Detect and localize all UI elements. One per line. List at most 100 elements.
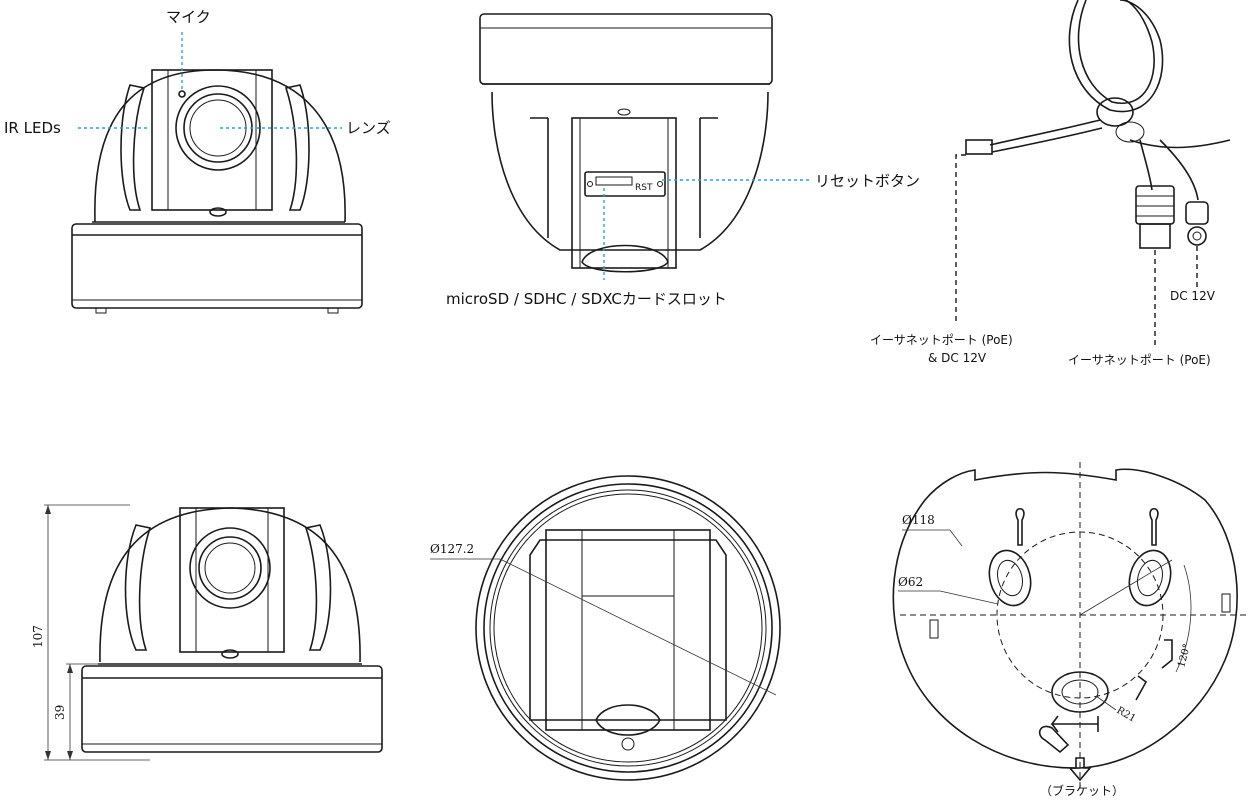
- bracket-view: Ø118 Ø62 120° R21 （ブラケット）: [892, 462, 1249, 798]
- slot-left: [988, 549, 1032, 607]
- dc-plug-hole: [1192, 231, 1202, 241]
- screw: [221, 649, 239, 659]
- top-cap: [479, 13, 773, 85]
- ethernet-connector: [1135, 185, 1175, 225]
- arrow: [67, 751, 73, 760]
- dc-cable: [1159, 139, 1199, 201]
- angle-arc: [1175, 564, 1192, 673]
- dia-line: [499, 558, 777, 696]
- lens-mid: [183, 93, 253, 163]
- ring-4: [493, 493, 763, 763]
- ethernet-dc-leader: [955, 154, 966, 322]
- keyhole-left: [1015, 507, 1025, 546]
- dome-shell: [94, 69, 346, 223]
- hook: [1135, 675, 1148, 701]
- dimension-view: 107 39: [31, 504, 383, 761]
- rst-mark: RST: [635, 183, 653, 193]
- front-view: マイク IR LEDs レンズ: [4, 8, 391, 314]
- ring-3: [489, 489, 767, 767]
- lens-label: レンズ: [346, 119, 391, 137]
- left-ear: [120, 84, 146, 211]
- bracket-plate: [892, 468, 1238, 769]
- lens-housing: [151, 69, 273, 211]
- screw: [617, 108, 631, 116]
- hook: [1161, 639, 1173, 669]
- keyhole-right: [1149, 507, 1159, 546]
- cable-loop-inner: [1077, 0, 1155, 105]
- down-arrow-icon: [1068, 757, 1092, 782]
- ethernet-dc-label-line1: イーサネットポート (PoE): [870, 333, 1013, 347]
- ethernet-dc-label-line2: & DC 12V: [928, 351, 987, 365]
- ir-leds-label: IR LEDs: [4, 119, 61, 137]
- outer-ring: [475, 475, 781, 781]
- lens-inner: [204, 542, 256, 594]
- inner-diameter-label: Ø62: [898, 575, 923, 589]
- height-base-label: 39: [53, 705, 67, 720]
- right-ear: [284, 84, 310, 211]
- dome-shell: [99, 507, 361, 663]
- inner-dia-leader-2: [939, 590, 999, 605]
- ribbon-cable-2: [991, 127, 1103, 153]
- panel-screw: [657, 181, 663, 187]
- reset-button-label: リセットボタン: [815, 172, 920, 190]
- lens-housing: [179, 507, 285, 653]
- body-frame: [545, 529, 711, 731]
- top-view: Ø127.2: [430, 475, 781, 781]
- rotation-arrow: [1050, 715, 1098, 733]
- front-plate: [571, 117, 677, 269]
- cable-view: イーサネットポート (PoE) & DC 12V DC 12V イーサネットポー…: [870, 0, 1231, 367]
- sd-slot-panel: [584, 171, 666, 197]
- screw: [209, 207, 227, 217]
- lens-bubble: [595, 704, 661, 736]
- keyhole-bottom: [1038, 725, 1070, 754]
- height-total-label: 107: [31, 625, 45, 648]
- side-brackets: [547, 118, 701, 238]
- mic-label: マイク: [166, 8, 211, 26]
- cable-loop: [1068, 0, 1164, 113]
- dc-plug: [1187, 226, 1207, 246]
- lens-inner: [189, 99, 247, 157]
- arrow: [67, 664, 73, 673]
- diameter-label: Ø127.2: [430, 542, 474, 556]
- base: [71, 223, 363, 309]
- foot: [95, 307, 107, 314]
- ring-2: [483, 483, 773, 773]
- outer-diameter-label: Ø118: [902, 513, 935, 527]
- slot-right: [1128, 549, 1172, 607]
- grommet-2: [1115, 121, 1145, 143]
- ribbon-connector: [965, 139, 993, 155]
- sd-slot-label: microSD / SDHC / SDXCカードスロット: [446, 290, 727, 308]
- cable-tail: [1129, 139, 1231, 149]
- ethernet-cable: [1139, 139, 1153, 191]
- radius-label: R21: [1115, 705, 1138, 725]
- arrow: [45, 505, 51, 514]
- outer-dia-leader-2: [949, 529, 963, 547]
- bottom-view: RST リセットボタン microSD / SDHC / SDXCカードスロット: [446, 13, 920, 308]
- dome-body: [491, 91, 769, 251]
- sd-slot: [595, 176, 633, 186]
- lens-outer: [175, 85, 261, 171]
- lens-outer: [189, 527, 271, 609]
- body-outline: [529, 539, 727, 721]
- body-plate: [581, 529, 675, 731]
- ribbon-cable: [989, 119, 1101, 146]
- angle-line: [1079, 559, 1173, 616]
- tab: [929, 619, 939, 639]
- left-ear: [124, 524, 152, 651]
- grommet: [1096, 97, 1134, 127]
- lens-tip: [621, 737, 635, 751]
- right-ear: [304, 524, 332, 651]
- rj45-port: [1139, 223, 1171, 249]
- base: [81, 665, 383, 753]
- dc-12v-label: DC 12V: [1170, 289, 1216, 303]
- foot: [327, 307, 339, 314]
- dc-jack: [1185, 201, 1209, 225]
- lens-mid: [198, 536, 262, 600]
- arrow: [45, 751, 51, 760]
- angle-label: 120°: [1176, 643, 1193, 669]
- panel-screw: [587, 181, 593, 187]
- slot-bottom: [1051, 671, 1109, 713]
- lens-bubble: [581, 244, 669, 273]
- ethernet-label: イーサネットポート (PoE): [1068, 353, 1211, 367]
